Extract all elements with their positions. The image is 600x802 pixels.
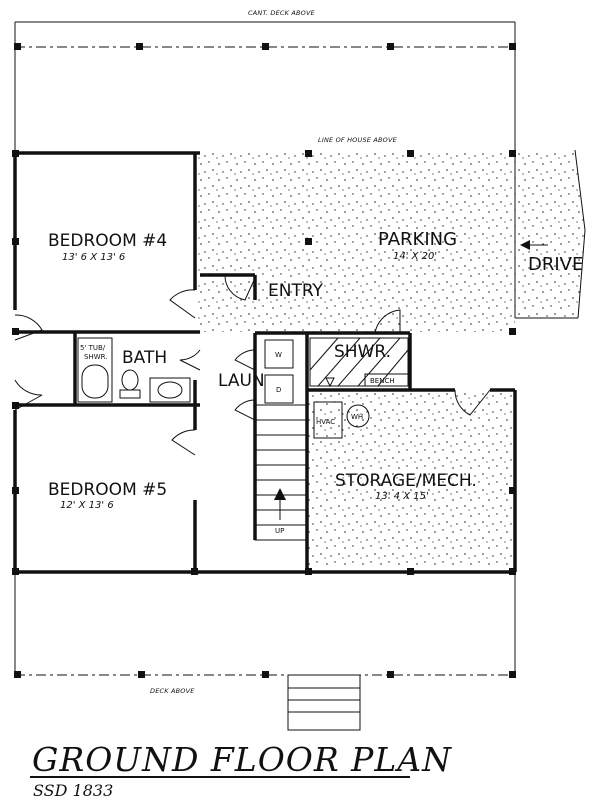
laundry-label: LAUN [218,371,265,391]
water-heater-label: WH [351,413,363,421]
washer-label: W [275,351,282,359]
stair-up-label: UP [275,527,284,535]
storage-dims: 13' 4 X 15' [375,491,429,502]
lower-deck-outline [14,572,516,731]
bedroom4-label: BEDROOM #4 [48,231,167,251]
shower-stall [309,337,409,388]
drive-arrow-icon [520,240,548,250]
storage-label: STORAGE/MECH. [335,471,477,491]
entry-label: ENTRY [268,281,324,301]
plan-title: GROUND FLOOR PLAN [32,740,452,779]
stipple-areas [198,150,585,568]
tub-shower-label-line1: 5' TUB/ [80,344,106,352]
bench-label: BENCH [370,377,395,385]
upper-deck-outline [14,21,516,150]
bath-label: BATH [122,348,167,368]
deck-above-note: DECK ABOVE [150,687,195,695]
dryer-label: D [276,386,281,394]
mechanical-equipment [313,401,370,439]
bedroom4-dims: 13' 6 X 13' 6 [62,252,125,263]
drive-label: DRIVE [528,254,583,275]
structural-posts [12,150,516,575]
door-swings [14,274,491,456]
shower-label: SHWR. [334,342,391,362]
laundry-appliances [264,339,294,404]
plan-subtitle: SSD 1833 [33,781,113,800]
cant-deck-note: CANT. DECK ABOVE [248,9,316,17]
bath-fixtures [77,337,191,403]
hvac-label: HVAC [316,418,335,426]
parking-label: PARKING [378,229,457,250]
bedroom5-dims: 12' X 13' 6 [60,500,114,511]
line-of-house-note: LINE OF HOUSE ABOVE [318,136,398,144]
bedroom5-label: BEDROOM #5 [48,480,167,500]
tub-shower-label-line2: SHWR. [84,353,107,361]
parking-dims: 14' X 20' [393,251,437,262]
stair [254,404,308,541]
